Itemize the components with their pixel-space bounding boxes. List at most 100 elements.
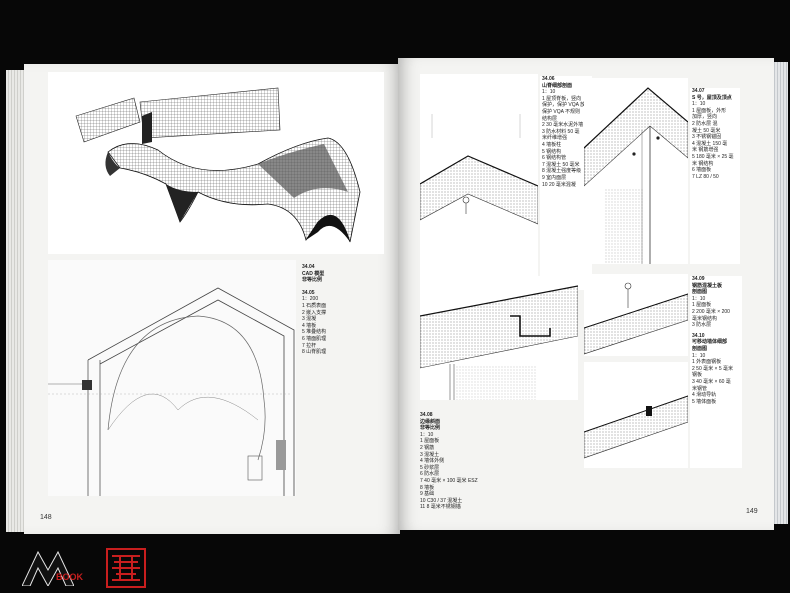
caption-line: CAD 模型 (302, 270, 325, 277)
caption-line: 34.07 (692, 88, 705, 94)
detail-3406-drawing (420, 114, 538, 225)
caption-col-a: 34.08 边缘斜面 非等比例 1：10 1 屋面板 2 钢筋 3 混凝土 4 … (420, 412, 480, 511)
caption-line: 1：10 (692, 101, 706, 108)
seal-stamp-icon (106, 548, 146, 588)
detail-3406-caption: 34.06 山脊细部剖面 1：10 1 屋顶脊板，竖向 保护，保护 VQA 放 … (540, 76, 592, 290)
caption-line: 毫米钢结构 (692, 315, 718, 322)
caption-line: 7 混凝土 50 毫米 (542, 161, 580, 168)
legend-item: 8 山脊肌理 (302, 349, 327, 356)
caption-line: 米 钢筋增强 (692, 147, 719, 154)
detail-3408-figure (420, 276, 578, 400)
caption-line: 保护，保护 VQA 放 (542, 102, 586, 109)
left-page: 34.04 CAD 模型 非等比例 34.05 1：200 1 石质表面 2 嵌… (24, 64, 400, 534)
caption-line: 1 屋面板 (420, 438, 440, 445)
caption-line: 3 40 毫米 × 60 毫 (692, 378, 731, 385)
caption-line: 1 屋顶脊板，竖向 (542, 95, 582, 102)
caption-line: 米钢管 (692, 385, 708, 392)
caption-line: 34.08 (420, 412, 433, 418)
page-number-right: 149 (746, 508, 758, 515)
legend-item: 4 墙板 (302, 322, 317, 329)
caption-line: 3 防水层 (692, 322, 712, 329)
caption-line: 34.06 (542, 76, 555, 82)
caption-line: S 号，屋顶及顶点 (692, 94, 732, 101)
caption-line: 34.05 (302, 289, 315, 296)
caption-line: 3 混凝土 (420, 451, 440, 458)
caption-line: 保护 VQA 不规则 (542, 108, 581, 115)
page-number-left: 148 (40, 514, 52, 521)
page-stack-left (6, 70, 26, 532)
caption-line: 剖面图 (692, 345, 708, 352)
caption-line: 凝土 50 毫米 (692, 127, 721, 134)
caption-line: 5 180 毫米 × 25 毫 (692, 153, 734, 160)
caption-line: 10 20 毫米混凝 (542, 181, 576, 188)
caption-line: 2 钢筋 (420, 444, 435, 451)
caption-line: 结构层 (542, 115, 558, 122)
caption-line: 1：10 (420, 431, 434, 438)
caption-line: 1：10 (692, 295, 706, 302)
caption-line: 米 钢结构 (692, 160, 714, 167)
caption-line: 2 30 毫米水泥外墙 (542, 122, 584, 129)
cad-model-caption: 34.04 CAD 模型 非等比例 34.05 1：200 1 石质表面 2 嵌… (302, 264, 382, 356)
caption-line: 34.10 (692, 332, 705, 339)
legend-item: 3 混凝 (302, 316, 317, 323)
legend-item: 7 拉杆 (302, 342, 317, 349)
caption-line: 可移动墙体细部 (692, 339, 728, 346)
page-stack-right (772, 62, 788, 524)
watermark-text: BOOK (56, 572, 83, 582)
detail-3406-figure (420, 74, 538, 296)
caption-line: 7 40 毫米 × 100 毫米 ESZ (420, 477, 478, 484)
detail-3407-caption: 34.07 S 号，屋顶及顶点 1：10 1 屋面板，外形 加厚，竖向 2 防水… (690, 88, 740, 264)
section-drawing (48, 287, 295, 496)
caption-line: 边缘斜面 (420, 418, 441, 425)
legend-item: 2 嵌入支撑 (302, 309, 327, 316)
detail-3407-figure (584, 78, 688, 264)
caption-line: 4 墙板柱 (542, 141, 562, 148)
watermark-logo-icon (22, 550, 74, 586)
caption-line: 1 外表面钢板 (692, 359, 722, 366)
caption-line: 34.09 (692, 276, 705, 282)
detail-3410-drawing (584, 395, 688, 459)
caption-line: 9 室内面层 (542, 174, 567, 181)
caption-line: 钢板 (692, 372, 703, 379)
caption-line: 6 防水层 (420, 471, 440, 478)
caption-line: 4 滑动导轨 (692, 392, 717, 399)
detail-3408-drawing (420, 285, 578, 400)
caption-line: 非等比例 (302, 277, 323, 284)
detail-3409-drawing (584, 282, 688, 355)
detail-3409-figure (584, 274, 688, 356)
detail-3407-drawing (584, 87, 688, 264)
caption-line: 1 屋面板，外形 (692, 107, 727, 114)
caption-line: 8 混凝土强度等级 (542, 168, 582, 175)
detail-3408-caption: 34.08 边缘斜面 非等比例 1：10 1 屋面板 2 钢筋 3 混凝土 4 … (420, 412, 560, 511)
cad-model-figure (48, 72, 384, 254)
caption-line: 3 防水材料 50 毫 (542, 128, 580, 135)
legend-item: 6 墙面肌理 (302, 335, 327, 342)
caption-line: 1：10 (542, 89, 556, 96)
caption-line: 剖面图 (692, 289, 708, 296)
caption-line: 9 基础 (420, 491, 435, 498)
caption-line: 山脊细部剖面 (542, 82, 573, 89)
cad-model-drawing (75, 87, 361, 243)
section-drawing-figure (48, 260, 296, 496)
right-page: 34.06 山脊细部剖面 1：10 1 屋顶脊板，竖向 保护，保护 VQA 放 … (398, 58, 774, 530)
caption-line: 2 50 毫米 × 5 毫米 (692, 365, 733, 372)
caption-line: 5 砂浆层 (420, 464, 440, 471)
caption-line: 米纤维增强 (542, 135, 568, 142)
caption-line: 8 墙板 (420, 484, 435, 491)
caption-line: 1 屋面板 (692, 302, 712, 309)
caption-line: 6 钢结构管 (542, 155, 567, 162)
caption-line: 4 混凝土 150 毫 (692, 140, 728, 147)
caption-line: 钢筋混凝土板 (692, 282, 723, 289)
caption-line: 34.04 (302, 264, 315, 270)
caption-line: 非等比例 (420, 425, 441, 432)
detail-3410-figure (584, 362, 688, 468)
caption-line: 4 墙体外侧 (420, 458, 445, 465)
caption-line: 2 防水层 混 (692, 120, 718, 127)
caption-line: 1：200 (302, 296, 319, 303)
caption-line: 11 8 毫米不锈钢锚 (420, 504, 461, 511)
legend-item: 5 堆叠结构 (302, 329, 327, 336)
caption-line: 3 不锈钢锚固 (692, 134, 722, 141)
caption-line: 6 墙面板 (692, 167, 712, 174)
caption-line: 10 C30 / 37 混凝土 (420, 497, 463, 504)
caption-line: 5 钢结构 (542, 148, 562, 155)
